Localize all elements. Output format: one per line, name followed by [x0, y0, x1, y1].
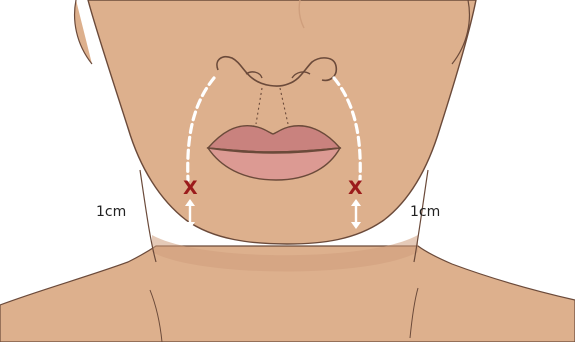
distance-label-left: 1cm — [96, 204, 126, 220]
injection-mark-right: X — [348, 177, 363, 199]
injection-mark-left: X — [183, 177, 198, 199]
distance-label-right: 1cm — [410, 204, 440, 220]
